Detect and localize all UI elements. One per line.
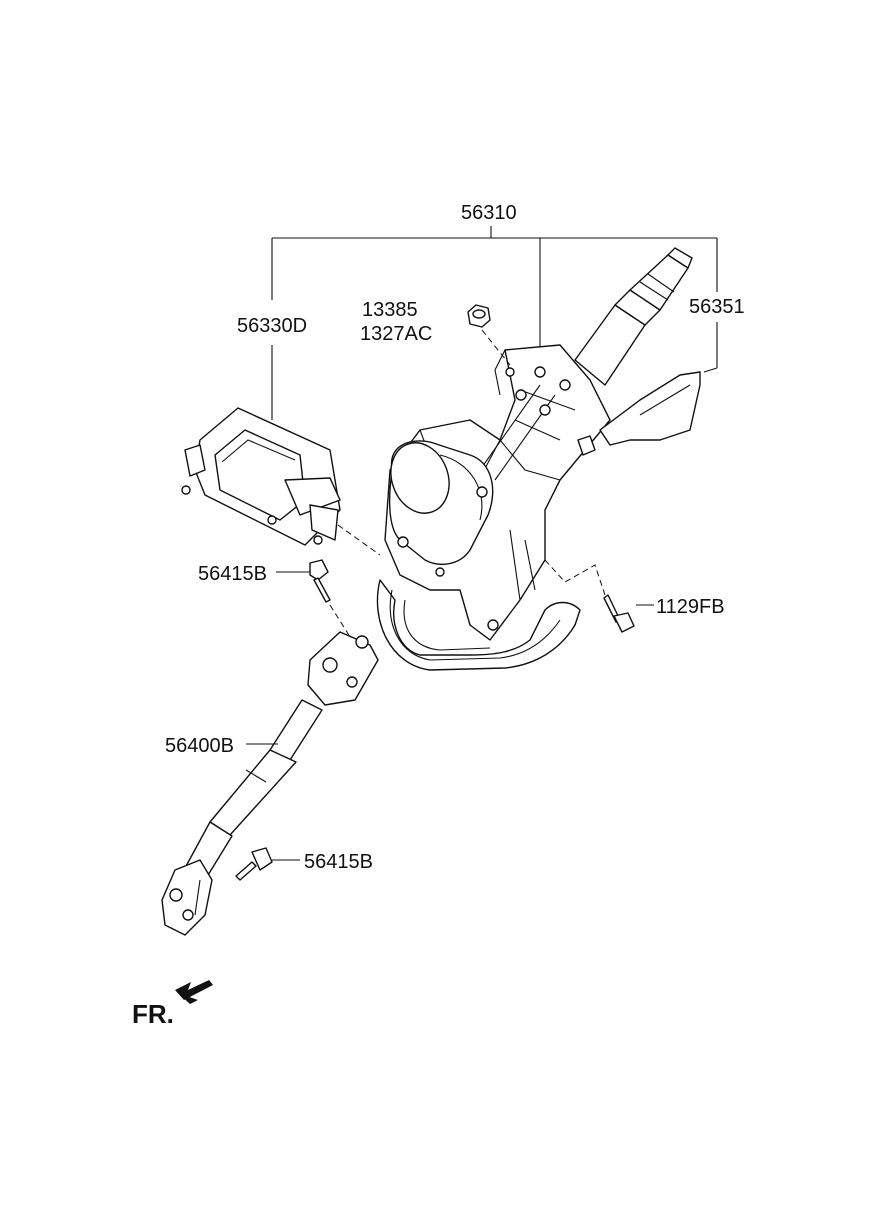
column-housing [384,344,611,641]
arrow-down-left-icon [175,980,213,1004]
label-shaft: 56400B [165,735,234,757]
assembly-bracket-lines [271,226,718,420]
label-nut-1: 13385 [362,299,418,321]
label-nut-2: 1327AC [360,323,432,345]
label-bolt-lower: 56415B [304,851,373,873]
label-direction: FR. [132,999,174,1029]
steering-column-assembly [376,247,701,671]
label-bolt-right: 1129FB [656,596,725,618]
label-module: 56330D [237,315,307,337]
intermediate-shaft [161,631,379,936]
hex-nut [467,304,511,366]
label-assembly: 56310 [461,202,517,224]
control-module [181,407,381,556]
label-bolt-upper: 56415B [198,563,267,585]
lower-bolt [235,847,300,881]
upper-bolt [276,559,353,641]
right-bolt [544,559,654,633]
label-cover: 56351 [689,296,745,318]
column-wiring-loop [376,579,581,671]
